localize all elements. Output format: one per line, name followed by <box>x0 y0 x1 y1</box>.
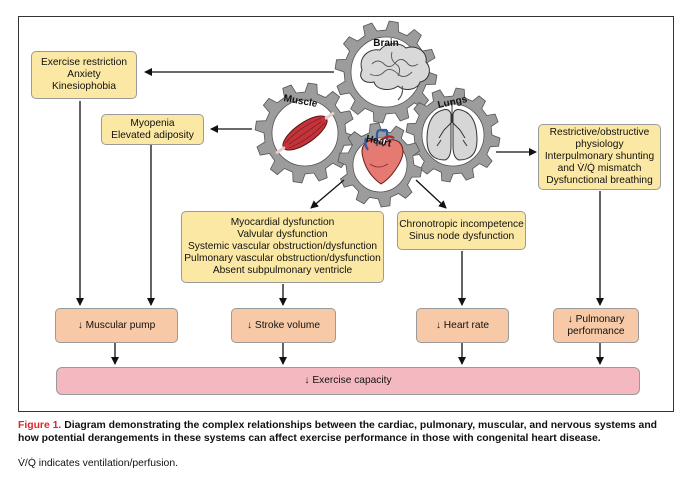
heart-rate-box: ↓ Heart rate <box>416 308 509 343</box>
heart-icon <box>361 128 404 185</box>
box-line: Interpulmonary shunting <box>544 151 655 162</box>
box-line: ↓ Pulmonary <box>567 313 625 325</box>
gear-label-brain: Brain <box>373 38 399 49</box>
figure-caption: Figure 1. Diagram demonstrating the comp… <box>18 419 678 445</box>
box-line: Absent subpulmonary ventricle <box>212 265 353 276</box>
lungs-icon <box>426 100 478 161</box>
box-line: Dysfunctional breathing <box>546 175 653 186</box>
box-line: Exercise restriction <box>40 57 128 68</box>
box-line: Valvular dysfunction <box>237 229 328 240</box>
brain-icon <box>360 43 430 101</box>
gear-label-heart: Heart <box>365 134 393 150</box>
box-line: Myocardial dysfunction <box>230 217 335 228</box>
figure-label: Figure 1. <box>18 420 62 431</box>
box-line: Chronotropic incompetence <box>399 218 524 230</box>
heart-rate-label: ↓ Heart rate <box>435 319 490 331</box>
figure-text: Diagram demonstrating the complex relati… <box>18 420 658 444</box>
abbreviation-note: V̇/Q̇ indicates ventilation/perfusion. <box>18 458 178 469</box>
diagram-canvas: Brain Muscle Lungs Heart <box>76 20 604 365</box>
muscular-pump-label: ↓ Muscular pump <box>77 319 156 331</box>
muscle-icon <box>275 111 335 155</box>
stroke-volume-box: ↓ Stroke volume <box>231 308 336 343</box>
box-line: Systemic vascular obstruction/dysfunctio… <box>187 241 378 252</box>
muscular-pump-box: ↓ Muscular pump <box>55 308 178 343</box>
stroke-volume-label: ↓ Stroke volume <box>246 319 321 331</box>
box-line: Restrictive/obstructive <box>549 127 650 138</box>
arrow-heart-to-chronotropic <box>415 179 447 209</box>
arrow-heart-to-structural <box>310 179 345 209</box>
box-line: Elevated adiposity <box>111 129 194 141</box>
box-line: physiology <box>575 139 624 150</box>
box-line: Pulmonary vascular obstruction/dysfuncti… <box>184 253 381 264</box>
box-line: Sinus node dysfunction <box>408 230 515 242</box>
box-line: Myopenia <box>130 117 175 129</box>
box-line: and V̇/Q̇ mismatch <box>557 163 642 174</box>
exercise-capacity-box: ↓ Exercise capacity <box>56 367 640 395</box>
box-line: performance <box>567 325 625 337</box>
box-line: Kinesiophobia <box>51 81 116 92</box>
exercise-capacity-label: ↓ Exercise capacity <box>304 375 392 386</box>
box-line: Anxiety <box>67 69 101 80</box>
